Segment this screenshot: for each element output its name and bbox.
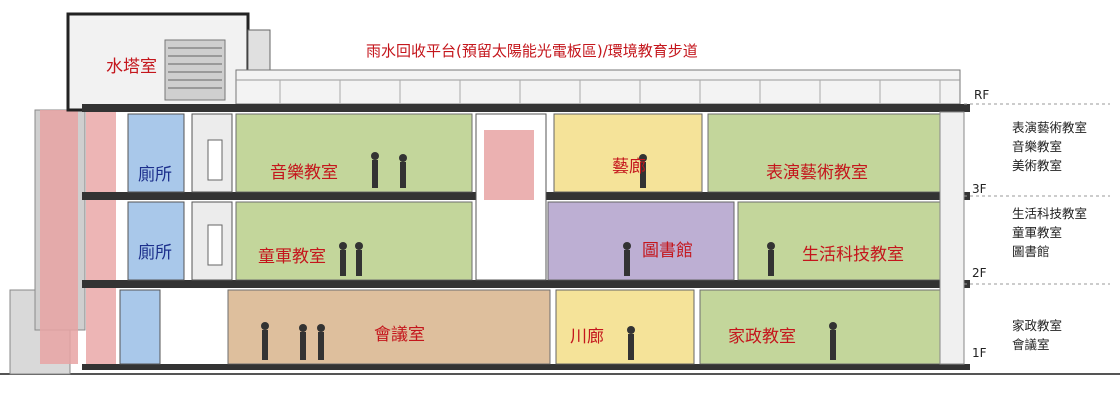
art-corridor-room [553, 113, 703, 193]
scouts-room-label: 童軍教室 [258, 247, 326, 267]
side-1f-item: 家政教室 [1012, 318, 1063, 333]
chuan-corridor-label: 川廊 [570, 327, 604, 347]
side-2f-item: 生活科技教室 [1012, 206, 1088, 221]
roof-posts [279, 80, 941, 104]
scouts-room [235, 201, 473, 281]
toilet-3f-label: 廁所 [138, 165, 172, 185]
slab-2f [82, 280, 970, 288]
floor-3f-label: 3F [972, 182, 987, 196]
side-3f-item: 表演藝術教室 [1012, 120, 1088, 135]
left-stair-shaft [40, 110, 78, 364]
slab-1f [82, 364, 970, 370]
side-labels-1f: 家政教室 會議室 [1012, 316, 1062, 354]
side-3f-item: 美術教室 [1012, 158, 1063, 173]
toilet-1f-room [119, 289, 161, 365]
vent-grille [168, 47, 222, 89]
performing-arts-label: 表演藝術教室 [766, 163, 868, 183]
music-room [235, 113, 473, 193]
meeting-room [227, 289, 551, 365]
home-ec-label: 家政教室 [728, 327, 796, 347]
side-2f-item: 童軍教室 [1012, 225, 1063, 240]
floor-guides [964, 103, 1110, 285]
side-labels-3f: 表演藝術教室 音樂教室 美術教室 [1012, 118, 1087, 175]
floor-1f-label: 1F [972, 346, 987, 360]
floor-rf-label: RF [974, 88, 990, 102]
stair-core-red [484, 130, 534, 200]
toilet-3f-room [127, 113, 185, 193]
roof-title: 雨水回收平台(預留太陽能光電板區)/環境教育步道 [366, 42, 698, 60]
library-room [547, 201, 735, 281]
floor-2f-label: 2F [972, 266, 987, 280]
chuan-corridor-room [555, 289, 695, 365]
water-tower-vent [164, 39, 226, 101]
side-2f-item: 圖書館 [1012, 244, 1050, 259]
meeting-room-label: 會議室 [374, 325, 425, 345]
people-silhouettes [261, 152, 837, 360]
roof-slab [82, 104, 970, 112]
side-1f-item: 會議室 [1012, 337, 1050, 352]
art-corridor-label: 藝廊 [612, 157, 646, 177]
toilet-2f-label: 廁所 [138, 243, 172, 263]
toilet-2f-room [127, 201, 185, 281]
ac-unit-3f [207, 139, 223, 181]
performing-arts-room [707, 113, 941, 193]
library-label: 圖書館 [642, 241, 693, 261]
life-tech-label: 生活科技教室 [802, 245, 904, 265]
right-facade [939, 111, 965, 365]
inner-stair-shaft [86, 112, 116, 364]
roof-canopy [235, 69, 961, 105]
music-room-label: 音樂教室 [270, 163, 338, 183]
side-labels-2f: 生活科技教室 童軍教室 圖書館 [1012, 204, 1087, 261]
ac-unit-2f [207, 224, 223, 266]
water-tower-label: 水塔室 [106, 57, 157, 77]
side-3f-item: 音樂教室 [1012, 139, 1063, 154]
